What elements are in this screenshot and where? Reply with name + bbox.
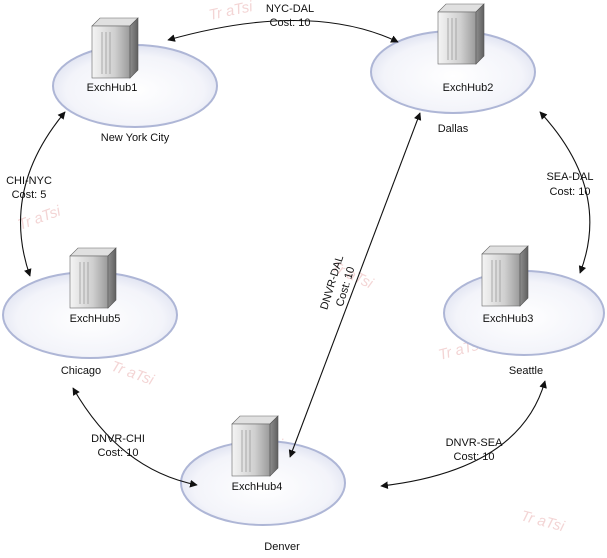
link-line-dnvr-chi: [72, 387, 198, 488]
hub-label-exchhub2: ExchHub2: [443, 82, 494, 94]
link-name: DNVR-SEA: [446, 437, 504, 449]
link-cost: Cost: 10: [98, 447, 139, 459]
hub-label-exchhub4: ExchHub4: [232, 481, 283, 493]
site-label-chicago: Chicago: [61, 365, 101, 377]
hub-label-exchhub1: ExchHub1: [87, 82, 138, 94]
connection-lines: [20, 19, 591, 490]
link-name: SEA-DAL: [546, 171, 593, 183]
server-icon: [481, 245, 529, 307]
site-label-denver: Denver: [264, 541, 300, 553]
link-line-dnvr-dal: [288, 112, 422, 458]
link-line-chi-nyc: [20, 111, 66, 277]
link-name: DNVR-CHI: [91, 433, 145, 445]
link-cost: Cost: 5: [12, 189, 47, 201]
site-label-dallas: Dallas: [438, 123, 469, 135]
link-cost: Cost: 10: [550, 186, 591, 198]
link-label-chi-nyc: CHI-NYC Cost: 5: [6, 175, 52, 201]
hub-labels: ExchHub1 ExchHub2 ExchHub3 ExchHub4 Exch…: [70, 82, 534, 493]
site-label-new-york-city: New York City: [101, 132, 170, 144]
link-cost: Cost: 10: [270, 17, 311, 29]
site-label-seattle: Seattle: [509, 365, 543, 377]
link-label-dnvr-chi: DNVR-CHI Cost: 10: [91, 433, 145, 459]
site-labels: New York City Dallas Seattle Denver Chic…: [61, 123, 543, 553]
link-label-dnvr-sea: DNVR-SEA Cost: 10: [446, 437, 504, 463]
link-line-dnvr-sea: [380, 380, 547, 490]
link-name: CHI-NYC: [6, 175, 52, 187]
hub-label-exchhub3: ExchHub3: [483, 313, 534, 325]
server-icons: [69, 3, 529, 477]
svg-text:Tr aTsi: Tr aTsi: [109, 358, 157, 389]
hub-label-exchhub5: ExchHub5: [70, 313, 121, 325]
link-line-nyc-dal: [167, 19, 399, 43]
link-line-sea-dal: [539, 111, 591, 274]
server-icon: [69, 247, 117, 309]
svg-text:Tr aTsi: Tr aTsi: [207, 0, 254, 24]
link-label-sea-dal: SEA-DAL Cost: 10: [546, 171, 593, 198]
link-label-nyc-dal: NYC-DAL Cost: 10: [266, 3, 314, 29]
link-name: NYC-DAL: [266, 3, 314, 15]
svg-text:Tr aTsi: Tr aTsi: [519, 507, 567, 535]
link-cost: Cost: 10: [454, 451, 495, 463]
server-icon: [231, 415, 279, 477]
svg-text:Tr aTsi: Tr aTsi: [16, 202, 64, 233]
server-icon: [437, 3, 485, 65]
server-icon: [91, 17, 139, 79]
